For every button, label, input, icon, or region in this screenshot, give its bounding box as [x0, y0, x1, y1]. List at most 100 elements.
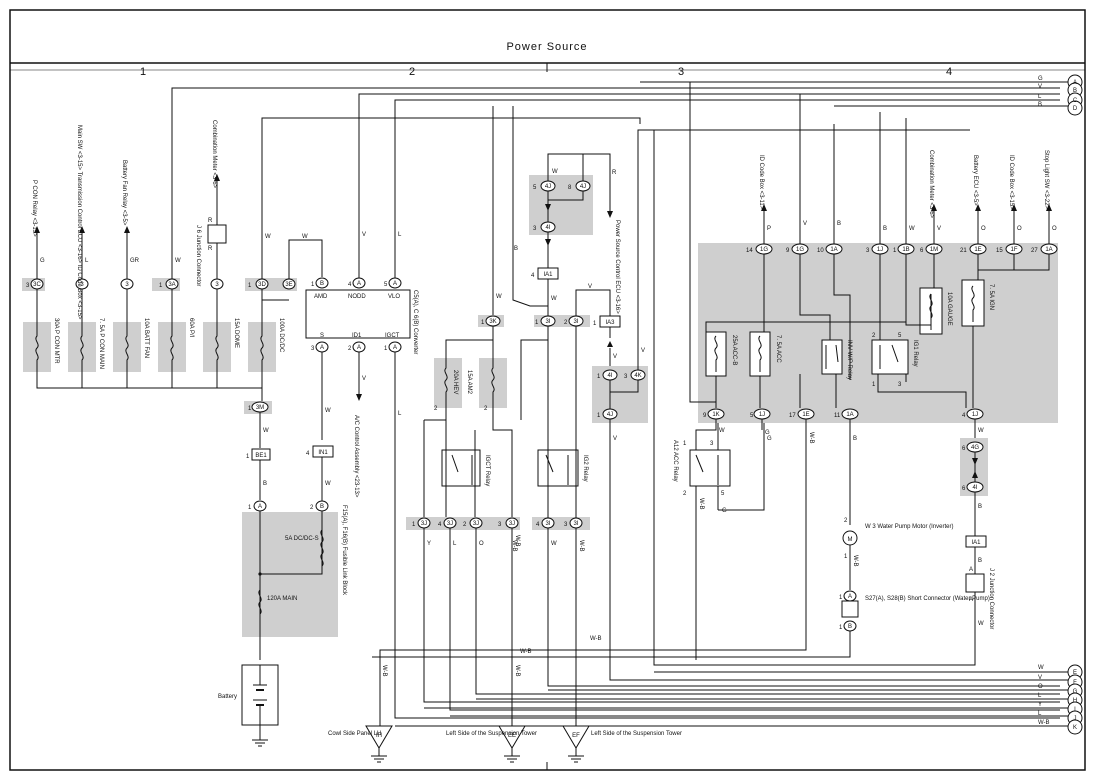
fuse-hev-label: 20A HEV	[452, 370, 458, 394]
svg-text:3I: 3I	[545, 521, 550, 527]
svg-text:B: B	[883, 226, 887, 232]
svg-text:1G: 1G	[796, 247, 804, 253]
svg-text:L: L	[1038, 94, 1042, 100]
svg-text:1: 1	[839, 595, 843, 601]
svg-text:O: O	[1038, 684, 1043, 690]
svg-text:B: B	[848, 624, 852, 630]
svg-text:17: 17	[789, 413, 796, 419]
svg-text:W: W	[909, 226, 915, 232]
svg-text:H: H	[1073, 698, 1077, 704]
svg-text:1: 1	[248, 283, 252, 289]
ig1-relay-label: IG1 Relay	[912, 340, 918, 367]
svg-text:V: V	[1038, 84, 1042, 90]
svg-text:AMD: AMD	[314, 294, 328, 300]
svg-text:A: A	[1073, 80, 1077, 86]
svg-text:1: 1	[412, 522, 416, 528]
svg-text:1: 1	[844, 554, 848, 560]
svg-text:1G: 1G	[760, 247, 768, 253]
svg-text:A: A	[258, 504, 262, 510]
page-title: Power Source	[506, 41, 587, 53]
svg-text:L: L	[85, 258, 89, 264]
svg-text:IA1: IA1	[971, 540, 981, 546]
svg-text:3J: 3J	[473, 521, 479, 527]
svg-text:2: 2	[844, 518, 848, 524]
svg-text:4: 4	[531, 273, 535, 279]
svg-text:G: G	[767, 436, 772, 442]
svg-text:2: 2	[348, 346, 352, 352]
svg-text:V: V	[613, 354, 617, 360]
svg-text:4J: 4J	[580, 184, 586, 190]
svg-text:G: G	[765, 430, 770, 436]
svg-text:G: G	[40, 258, 45, 264]
svg-text:F: F	[1073, 680, 1077, 686]
svg-text:5: 5	[750, 413, 754, 419]
svg-text:O: O	[479, 541, 484, 547]
fuse-label: 7. 5A P CON MAIN	[98, 318, 104, 369]
svg-text:W: W	[496, 294, 502, 300]
svg-text:W-B: W-B	[698, 498, 704, 510]
ground-points: IH Cowl Side Panel LH EE Left Side of th…	[328, 725, 682, 763]
svg-text:L: L	[453, 541, 457, 547]
svg-text:1F: 1F	[1010, 247, 1017, 253]
fuse-acc-label: 7. 5A ACC	[775, 335, 781, 363]
battery-label: Battery	[218, 694, 237, 700]
svg-text:GR: GR	[130, 258, 140, 264]
svg-text:2: 2	[434, 406, 438, 412]
svg-text:M: M	[848, 537, 853, 543]
svg-text:W: W	[978, 428, 984, 434]
svg-text:W-B: W-B	[520, 649, 532, 655]
svg-text:1: 1	[593, 321, 597, 327]
svg-text:11: 11	[834, 413, 841, 419]
converter-name: C5(A), C 6(B) Converter	[412, 290, 418, 354]
svg-text:21: 21	[960, 248, 967, 254]
svg-text:9: 9	[703, 413, 707, 419]
svg-text:L: L	[398, 411, 402, 417]
svg-text:4I: 4I	[972, 485, 977, 491]
svg-text:V: V	[641, 348, 645, 354]
svg-text:3: 3	[866, 248, 870, 254]
inv-wp-relay-label: INV W/P Relay	[846, 340, 852, 380]
svg-text:1: 1	[872, 382, 876, 388]
svg-text:1: 1	[535, 320, 539, 326]
svg-text:A: A	[393, 345, 397, 351]
fuse-row: 3C 3 3 3A 3 3D 3E 3 1 1 30A P CON MTR 7.…	[22, 87, 1060, 389]
svg-text:O: O	[1017, 226, 1022, 232]
svg-text:8: 8	[568, 185, 572, 191]
svg-text:W-B: W-B	[808, 432, 814, 444]
destination-label: Battery Fan Relay <3-5>	[121, 160, 127, 226]
svg-text:6: 6	[920, 248, 924, 254]
svg-text:1J: 1J	[877, 247, 883, 253]
svg-text:1: 1	[159, 283, 163, 289]
svg-text:3: 3	[624, 374, 628, 380]
svg-text:1: 1	[384, 346, 388, 352]
acc-relay: A12 ACC Relay 2 5 1 3 W-B G G	[672, 420, 772, 660]
junction-j2: J 2 Junction Connector	[988, 568, 994, 629]
svg-text:W: W	[263, 428, 269, 434]
svg-text:1B: 1B	[902, 247, 909, 253]
fuse-ign-label: 7. 5A IGN	[988, 284, 994, 310]
svg-text:3I: 3I	[573, 319, 578, 325]
svg-text:IH: IH	[376, 733, 382, 739]
fuse-label: 15A DOME	[233, 318, 239, 348]
svg-text:B: B	[853, 436, 857, 442]
svg-text:W: W	[325, 408, 331, 414]
svg-text:B: B	[978, 504, 982, 510]
svg-text:1A: 1A	[1045, 247, 1052, 253]
svg-text:V: V	[613, 436, 617, 442]
svg-text:1: 1	[597, 374, 601, 380]
svg-text:A: A	[969, 567, 973, 573]
svg-text:C: C	[1073, 98, 1078, 104]
svg-text:4: 4	[438, 522, 442, 528]
svg-text:Y: Y	[1038, 702, 1042, 708]
svg-text:W-B: W-B	[511, 540, 517, 552]
svg-text:G: G	[1073, 689, 1078, 695]
svg-text:ID1: ID1	[352, 333, 362, 339]
svg-text:V: V	[588, 284, 592, 290]
ground-ee-label: Left Side of the Suspension Tower	[446, 731, 537, 737]
fuse-am2-label: 15A AM2	[466, 370, 472, 395]
svg-text:W: W	[175, 258, 181, 264]
column-4: 4	[946, 66, 952, 78]
svg-text:3J: 3J	[421, 521, 427, 527]
destination-label: Main SW <3-15> Transmission Control ECU …	[76, 125, 82, 320]
svg-text:K: K	[1073, 725, 1077, 731]
